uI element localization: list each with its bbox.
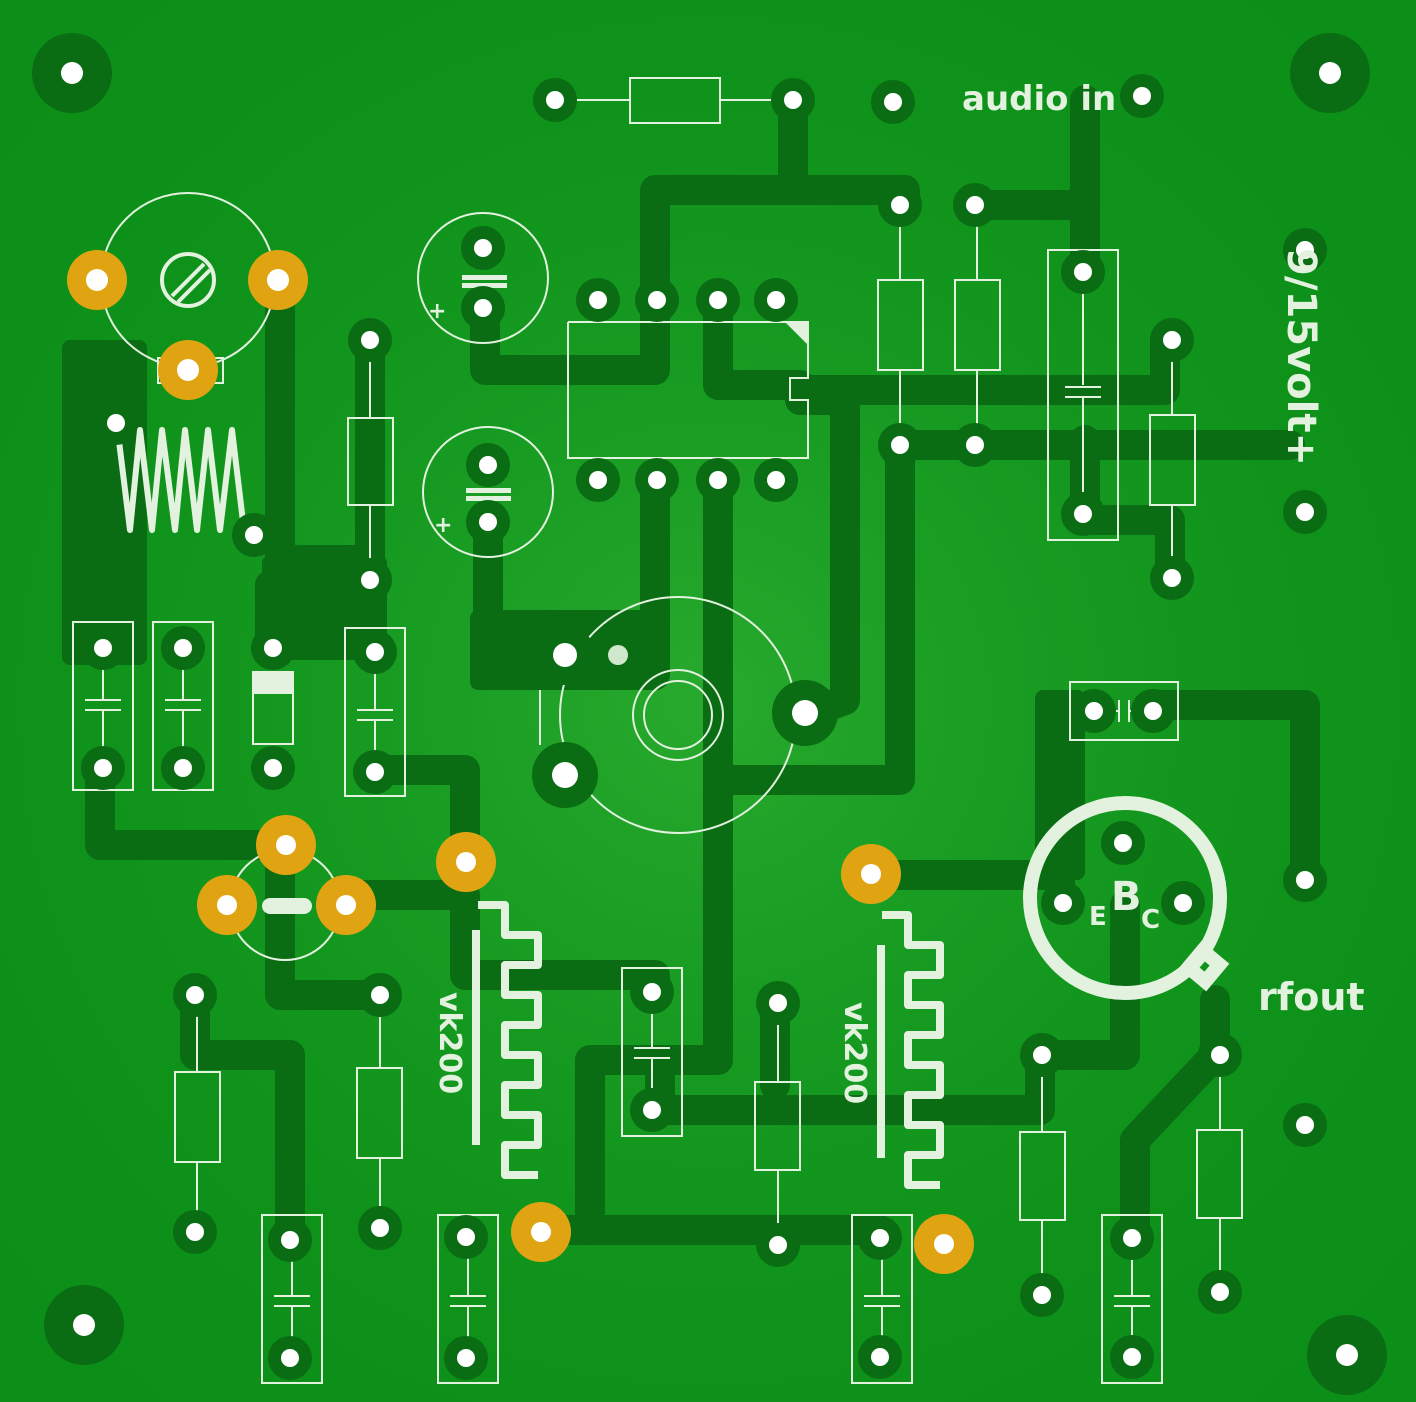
pad-hole [767, 471, 785, 489]
rf-out-label: rfout [1258, 975, 1365, 1019]
coil-inductor [114, 424, 256, 538]
pad-hole [361, 571, 379, 589]
pad-hole [1296, 241, 1314, 259]
cap-polarity-1: + [428, 299, 446, 324]
transistor-emitter-label: E [1089, 902, 1107, 932]
choke-right [877, 911, 944, 1189]
pad-hole [589, 471, 607, 489]
pad-hole [648, 471, 666, 489]
pad-hole [1123, 1229, 1141, 1247]
pad-hole [589, 291, 607, 309]
pad-hole [94, 759, 112, 777]
pad-hole [769, 994, 787, 1012]
pad-hole [474, 239, 492, 257]
pad-hole [186, 986, 204, 1004]
pad-hole [1054, 894, 1072, 912]
pad-hole [174, 639, 192, 657]
pad-hole [1114, 834, 1132, 852]
pad-hole [479, 456, 497, 474]
pad-hole [264, 759, 282, 777]
pad-hole [966, 196, 984, 214]
pad-hole [546, 91, 564, 109]
pad-hole [366, 643, 384, 661]
choke-left-label: vk200 [432, 992, 467, 1094]
pad-hole [361, 331, 379, 349]
pad-hole [1133, 87, 1151, 105]
pad-hole [366, 763, 384, 781]
pad-hole [94, 639, 112, 657]
pad-hole [1163, 569, 1181, 587]
pad-hole [107, 414, 125, 432]
large-pads [532, 625, 838, 808]
transistor-flat [262, 898, 312, 914]
pad-hole [1296, 871, 1314, 889]
pad-hole [1144, 702, 1162, 720]
trimmer-screw-icon [160, 252, 216, 308]
gold-pads [67, 250, 974, 1274]
output-transistor-outline [1023, 796, 1230, 1000]
pad-hole [457, 1228, 475, 1246]
pad-hole [264, 639, 282, 657]
pad-hole [1211, 1046, 1229, 1064]
pad-hole [1033, 1046, 1051, 1064]
pad-hole [871, 1229, 889, 1247]
pad-hole [174, 759, 192, 777]
pad-hole [1211, 1283, 1229, 1301]
pad-hole [767, 291, 785, 309]
pad-hole [1033, 1286, 1051, 1304]
pad-hole [1074, 263, 1092, 281]
pad-hole [871, 1348, 889, 1366]
pad-hole [245, 526, 263, 544]
pad-hole [1163, 331, 1181, 349]
choke-left [472, 901, 542, 1179]
pad-hole [966, 436, 984, 454]
pad-hole [371, 1219, 389, 1237]
transistor-collector-label: C [1141, 905, 1160, 935]
pad-hole [371, 986, 389, 1004]
pad-hole [457, 1349, 475, 1367]
pad-hole [891, 436, 909, 454]
supply-voltage-label: 9/15volt+ [1278, 248, 1324, 466]
transistor-base-label: B [1111, 874, 1142, 920]
pad-hole [648, 291, 666, 309]
pad-hole [1123, 1348, 1141, 1366]
pad-hole [1174, 894, 1192, 912]
pad-hole [884, 93, 902, 111]
pad-hole [281, 1231, 299, 1249]
audio-in-label: audio in [962, 79, 1116, 119]
pad-hole [1074, 505, 1092, 523]
choke-right-label: vk200 [837, 1002, 872, 1104]
mounting-holes [32, 33, 1387, 1395]
pad-hole [784, 91, 802, 109]
pad-hole [1296, 503, 1314, 521]
pad-hole [479, 513, 497, 531]
pad-hole [1296, 1116, 1314, 1134]
pad-hole [474, 299, 492, 317]
pad-hole [709, 291, 727, 309]
pad-hole [643, 1101, 661, 1119]
pad-hole [769, 1236, 787, 1254]
silkscreen-solid [253, 275, 808, 694]
pad-hole [643, 983, 661, 1001]
pad-hole [281, 1349, 299, 1367]
pad-hole [891, 196, 909, 214]
pad-hole [186, 1223, 204, 1241]
pad-hole [709, 471, 727, 489]
pad-hole [1085, 702, 1103, 720]
pads [81, 74, 1327, 1380]
cap-polarity-2: + [434, 513, 452, 538]
